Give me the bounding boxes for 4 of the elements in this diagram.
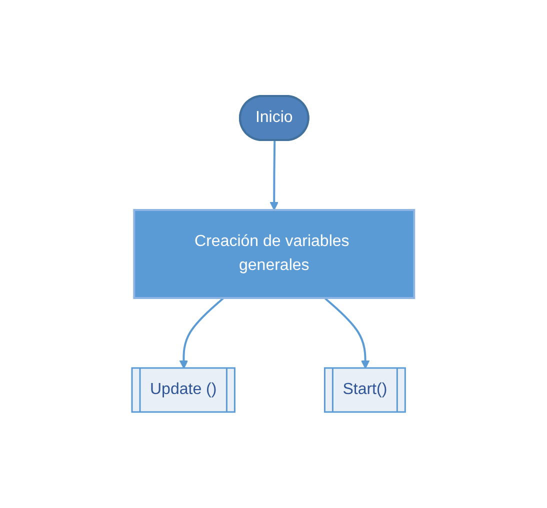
node-box: Creación de variables generales — [134, 209, 416, 299]
arrow — [270, 140, 279, 210]
arrow — [180, 297, 225, 369]
arrow — [324, 297, 370, 369]
